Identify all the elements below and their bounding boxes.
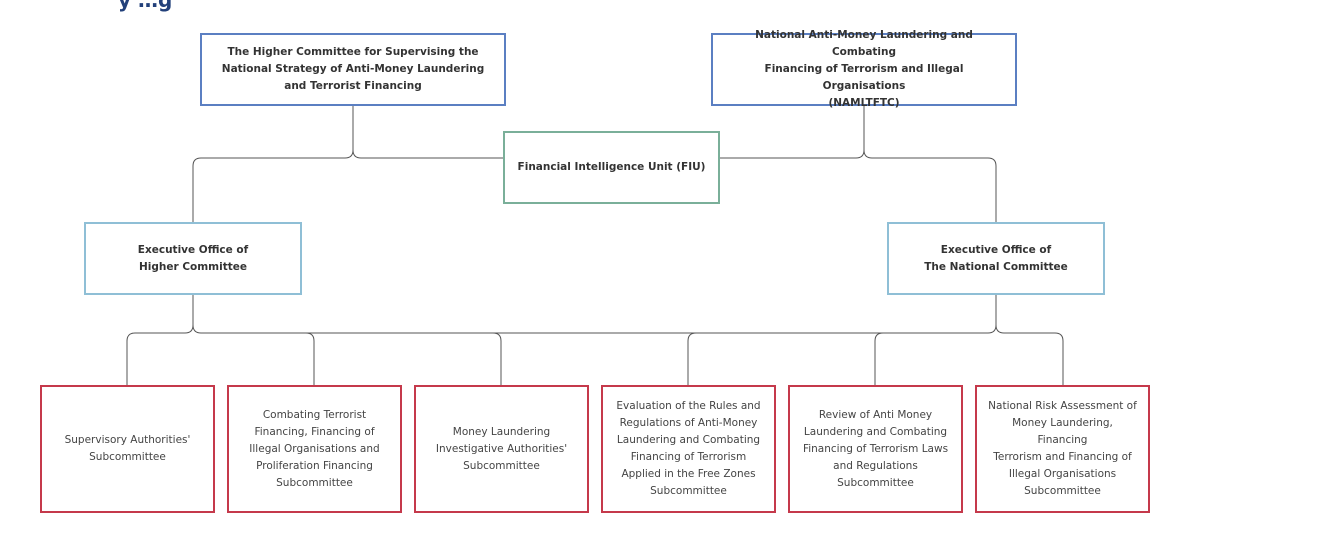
connector-drop-6 [995, 324, 1064, 385]
connector-higher-to-fiu [352, 149, 504, 159]
connector-drop-2 [305, 332, 315, 385]
connector-national-to-exec [863, 106, 997, 222]
subcommittee-laws-review-node: Review of Anti Money Laundering and Comb… [788, 385, 963, 513]
national-committee-node: National Anti-Money Laundering and Comba… [711, 29, 1017, 109]
subcommittee-investigative-node: Money Laundering Investigative Authoriti… [414, 385, 589, 513]
connector-drop-3 [492, 332, 502, 385]
connector-exec-higher-bus [192, 294, 202, 334]
subcommittee-free-zones-node: Evaluation of the Rules and Regulations … [601, 385, 776, 513]
exec-office-higher-node: Executive Office of Higher Committee [84, 222, 302, 295]
connector-higher-to-exec [192, 106, 354, 222]
connector-drop-1 [126, 324, 194, 385]
subcommittee-risk-assessment-node: National Risk Assessment of Money Launde… [975, 385, 1150, 513]
page-heading-fragment: y …g [118, 0, 173, 12]
connector-drop-5 [874, 332, 884, 385]
higher-committee-node: The Higher Committee for Supervising the… [200, 33, 506, 106]
subcommittee-terrorist-financing-node: Combating Terrorist Financing, Financing… [227, 385, 402, 513]
exec-office-national-node: Executive Office of The National Committ… [887, 222, 1105, 295]
connector-exec-national-bus [987, 294, 997, 334]
subcommittee-supervisory-node: Supervisory Authorities' Subcommittee [40, 385, 215, 513]
fiu-node: Financial Intelligence Unit (FIU) [503, 131, 720, 204]
connector-national-to-fiu [720, 149, 865, 159]
connector-drop-4 [687, 332, 697, 385]
